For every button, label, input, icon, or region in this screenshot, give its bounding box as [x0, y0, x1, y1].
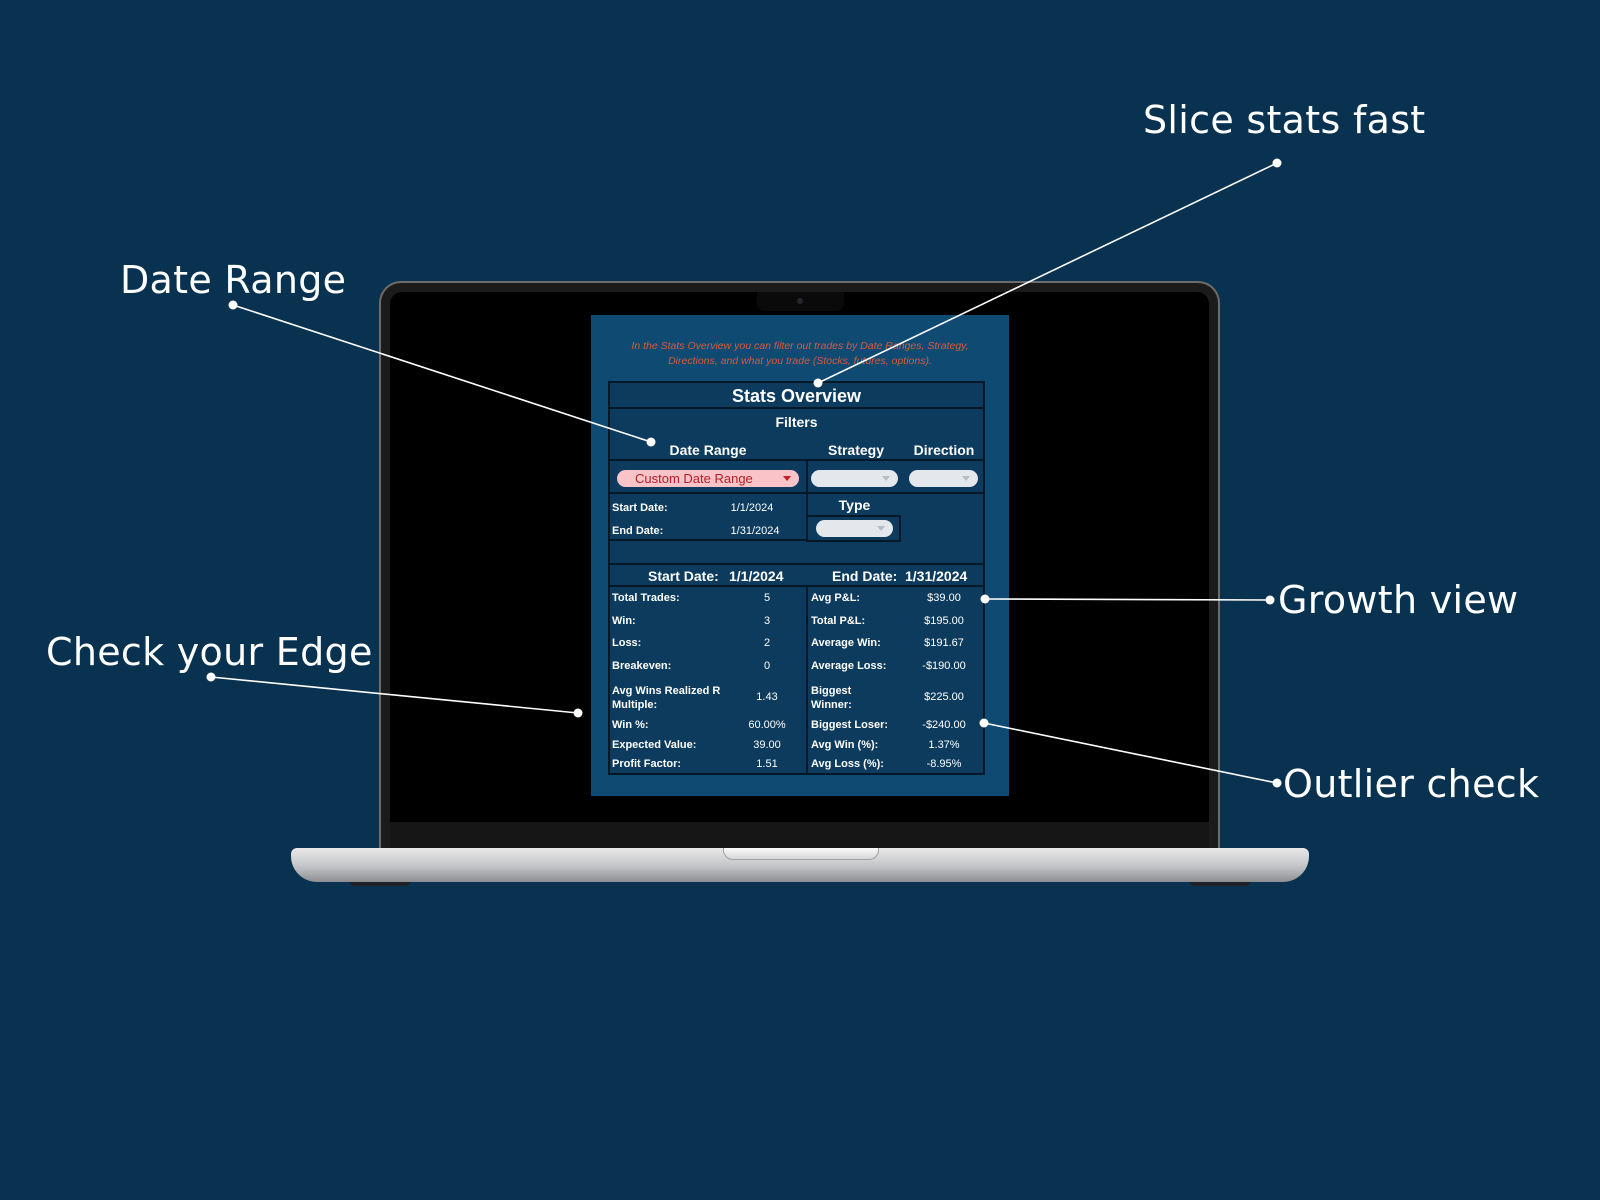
stat-label: Total Trades:	[612, 592, 680, 604]
leader-growth-view	[984, 598, 1271, 601]
type-dropdown[interactable]	[816, 520, 893, 537]
stat-value: -$240.00	[922, 719, 966, 731]
stat-label: Avg Loss (%):	[811, 758, 884, 770]
stat-label: Profit Factor:	[612, 758, 682, 770]
date-range-dropdown-value: Custom Date Range	[635, 471, 753, 486]
summary-end-value: 1/31/2024	[905, 568, 968, 584]
stat-label: Average Win:	[811, 637, 881, 649]
leader-dot	[979, 718, 989, 728]
intro-note: In the Stats Overview you can filter out…	[631, 340, 969, 367]
stat-value: $225.00	[924, 691, 964, 703]
stat-value: 1.37%	[928, 739, 960, 751]
stat-label: Avg Win (%):	[811, 739, 879, 751]
direction-label: Direction	[913, 442, 975, 458]
chevron-down-icon	[783, 476, 791, 481]
leader-dot	[206, 672, 216, 682]
leader-check-your-edge	[210, 676, 579, 714]
strategy-dropdown[interactable]	[811, 470, 898, 487]
divider	[608, 563, 985, 565]
divider	[608, 539, 808, 541]
stats-overview-panel	[608, 381, 985, 775]
stat-label: Average Loss:	[811, 660, 887, 672]
type-label: Type	[838, 497, 871, 513]
leader-dot	[813, 378, 823, 388]
stat-label: Loss:	[612, 637, 642, 649]
stat-value: 60.00%	[748, 719, 786, 731]
screen-bezel-bottom	[390, 822, 1209, 848]
stat-value: $195.00	[924, 615, 964, 627]
stat-value: -$190.00	[922, 660, 966, 672]
page-title: Stats Overview	[731, 386, 862, 406]
stat-label: Avg P&L:	[811, 592, 861, 604]
leader-dot	[573, 708, 583, 718]
date-range-dropdown[interactable]: Custom Date Range	[617, 470, 799, 487]
stat-label: Win:	[612, 615, 636, 627]
leader-dot	[1265, 595, 1275, 605]
divider	[608, 459, 985, 461]
leader-slice-stats-fast	[817, 162, 1278, 384]
stat-label: Breakeven:	[612, 660, 672, 672]
leader-dot	[1272, 778, 1282, 788]
leader-date-range	[232, 304, 652, 443]
callout-slice-stats-fast: Slice stats fast	[1143, 98, 1426, 142]
stat-value: 1.43	[756, 691, 778, 703]
leader-dot	[980, 594, 990, 604]
stat-label: Biggest Winner:	[811, 685, 852, 711]
start-date-label: Start Date:	[612, 502, 668, 514]
callout-outlier-check: Outlier check	[1283, 762, 1540, 806]
stat-value: 5	[763, 592, 771, 604]
date-range-label: Date Range	[669, 442, 747, 458]
stat-value: $39.00	[927, 592, 961, 604]
summary-end-label: End Date:	[832, 568, 898, 584]
chevron-down-icon	[882, 476, 890, 481]
start-date-input[interactable]: 1/1/2024	[730, 502, 774, 514]
chevron-down-icon	[962, 476, 970, 481]
summary-start-value: 1/1/2024	[729, 568, 784, 584]
stat-label: Biggest Loser:	[811, 719, 889, 731]
divider	[806, 585, 808, 775]
stat-value: 39.00	[753, 739, 781, 751]
leader-dot	[646, 437, 656, 447]
direction-dropdown[interactable]	[909, 470, 978, 487]
stat-label: Total P&L:	[811, 615, 866, 627]
stat-label: Avg Wins Realized R Multiple:	[612, 685, 721, 711]
stat-value: -8.95%	[926, 758, 962, 770]
callout-check-your-edge: Check your Edge	[46, 630, 373, 674]
callout-growth-view: Growth view	[1278, 578, 1519, 622]
camera-icon	[797, 298, 803, 304]
divider	[608, 492, 985, 494]
divider	[608, 407, 985, 409]
callout-date-range: Date Range	[120, 258, 347, 302]
stat-label: Expected Value:	[612, 739, 697, 751]
stat-value: 0	[763, 660, 771, 672]
leader-dot	[1272, 158, 1282, 168]
type-cell	[806, 515, 901, 542]
laptop-foot-left	[350, 882, 410, 886]
filters-heading: Filters	[775, 414, 818, 430]
stat-value: $191.67	[924, 637, 964, 649]
end-date-input[interactable]: 1/31/2024	[730, 525, 780, 537]
stat-value: 3	[763, 615, 771, 627]
chevron-down-icon	[877, 526, 885, 531]
laptop-foot-right	[1190, 882, 1250, 886]
end-date-label: End Date:	[612, 525, 664, 537]
stat-label: Win %:	[612, 719, 649, 731]
stat-value: 2	[763, 637, 771, 649]
strategy-label: Strategy	[827, 442, 885, 458]
leader-dot	[228, 300, 238, 310]
summary-start-label: Start Date:	[648, 568, 719, 584]
divider	[806, 459, 808, 541]
leader-outlier-check	[983, 722, 1278, 784]
stat-value: 1.51	[756, 758, 778, 770]
divider	[608, 585, 985, 587]
